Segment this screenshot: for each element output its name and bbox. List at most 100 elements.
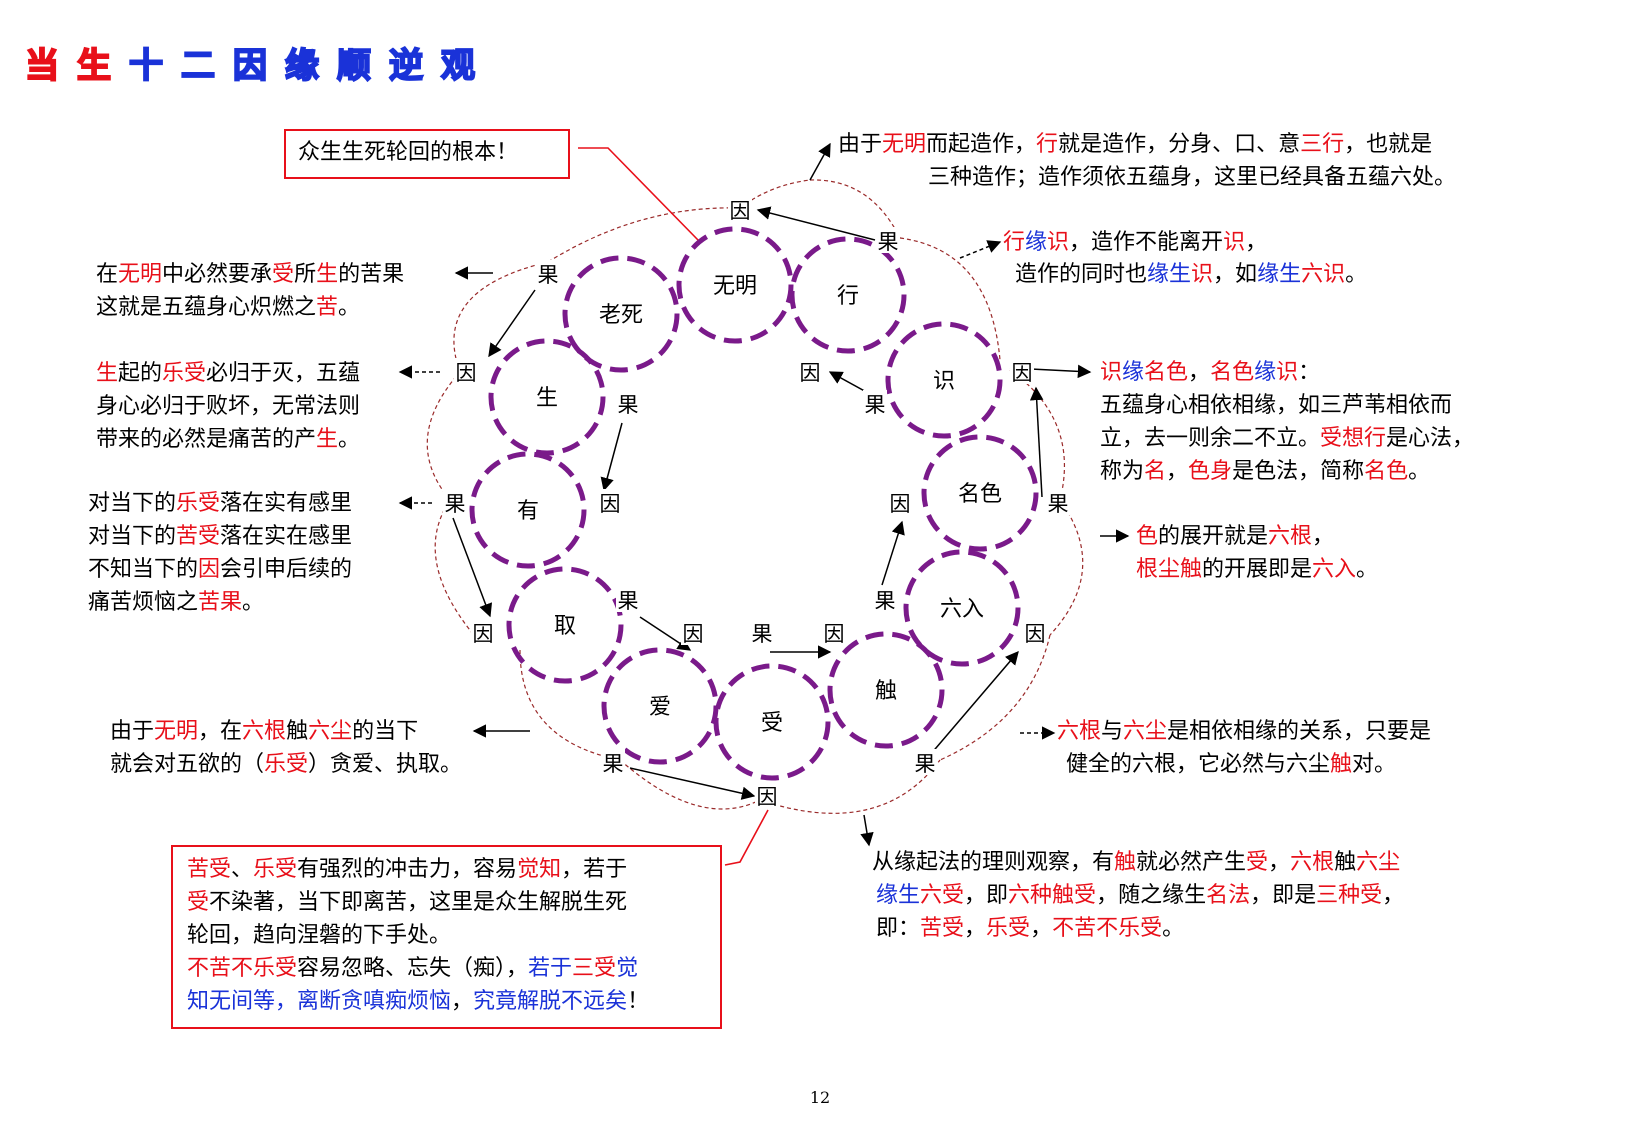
root-callout-box <box>284 129 570 179</box>
callout-ai-line-1: 由于无明，在六根触六尘的当下 <box>110 715 418 748</box>
text-segment: 色 <box>1136 524 1159 549</box>
flow-arrow <box>629 767 756 800</box>
text-segment: 。 <box>242 590 265 615</box>
text-segment: 五蕴身心相依相缘，如三芦苇相依而 <box>1100 393 1453 418</box>
text-segment: 名 <box>1144 459 1167 484</box>
text-segment: 无明 <box>154 719 199 744</box>
callout-shi-line-4: 称为名，色身是色法，简称名色。 <box>1100 455 1430 488</box>
marker-bg <box>822 619 846 645</box>
text-segment: 中必然要承 <box>162 262 273 287</box>
thread-line <box>1009 369 1066 501</box>
text-segment: 离断贪嗔痴烦恼 <box>297 989 452 1014</box>
marker-bg <box>598 489 622 515</box>
marker-guo: 果 <box>1048 492 1069 516</box>
text-segment: 就必然产生 <box>1136 850 1247 875</box>
node-circle-wuming <box>676 226 794 344</box>
marker-guo: 果 <box>915 752 936 776</box>
marker-yin: 因 <box>456 361 477 385</box>
callout-chu-line-2: 缘生六受，即六种触受，随之缘生名法，即是三种受， <box>876 879 1404 912</box>
text-segment: 受 <box>272 262 295 287</box>
text-segment: 是心法， <box>1386 426 1475 451</box>
text-segment: 生 <box>96 361 119 386</box>
callout-shou-line-2: 受不染著，当下即离苦，这里是众生解脱生死 <box>187 886 627 919</box>
text-segment: ，随之缘生 <box>1096 883 1207 908</box>
node-circle-qu <box>506 566 624 684</box>
text-segment: 由于 <box>838 132 883 157</box>
thread-line <box>619 759 761 810</box>
node-circle-sheng <box>488 338 606 456</box>
thread-line <box>809 179 901 239</box>
callout-shi-line-3: 立，去一则余二不立。受想行是心法， <box>1100 422 1474 455</box>
text-segment: 名色 <box>1364 459 1409 484</box>
text-segment: 。 <box>1345 262 1368 287</box>
callout-shou-line-1: 苦受、乐受有强烈的冲击力，容易觉知，若于 <box>187 853 627 886</box>
text-segment: ！ <box>627 989 650 1014</box>
callout-wuming-line-1: 由于无明而起造作，行就是造作，分身、口、意三行，也就是 <box>838 128 1432 161</box>
text-segment: 无明 <box>118 262 163 287</box>
node-circle-xing <box>789 236 907 354</box>
node-label-qu: 取 <box>554 614 576 639</box>
text-segment: 触 <box>1330 752 1353 777</box>
text-segment: 必归于灭，五蕴 <box>206 361 361 386</box>
text-segment: 缘生 <box>1257 262 1302 287</box>
text-segment: 觉知 <box>517 857 562 882</box>
flow-arrow <box>881 520 905 586</box>
text-segment: 识 <box>1100 360 1123 385</box>
thread-line <box>939 634 1051 761</box>
title-char: 逆 <box>388 45 424 87</box>
callout-you-line-1: 对当下的乐受落在实有感里 <box>88 487 352 520</box>
text-segment: 六识 <box>1301 262 1346 287</box>
text-segment: ， <box>1268 850 1291 875</box>
text-segment: 根尘触 <box>1136 557 1203 582</box>
marker-guo: 果 <box>875 589 896 613</box>
callout-you-line-4: 痛苦烦恼之苦果。 <box>88 586 264 619</box>
text-segment: ： <box>1298 360 1321 385</box>
node-circle-ai <box>601 647 719 765</box>
marker-guo: 果 <box>618 393 639 417</box>
title-char: 缘 <box>284 45 320 87</box>
callout-wuming-line-2: 三种造作；造作须依五蕴身，这里已经具备五蕴六处。 <box>928 161 1456 194</box>
text-segment: 身心必归于败坏，无常法则 <box>96 394 361 419</box>
node-label-wuming: 无明 <box>713 274 757 299</box>
text-segment: ）贪爱、执取。 <box>308 752 463 777</box>
node-circle-you <box>469 451 587 569</box>
text-segment: 缘生 <box>1147 262 1192 287</box>
text-segment: 生 <box>316 262 339 287</box>
marker-bg <box>873 586 897 612</box>
text-segment: 无明 <box>882 132 927 157</box>
marker-bg <box>454 358 478 384</box>
text-segment: 苦受 <box>920 916 965 941</box>
text-segment: 。 <box>338 295 361 320</box>
node-label-sheng: 生 <box>536 386 558 411</box>
marker-bg <box>755 782 779 808</box>
thread-line <box>434 499 479 641</box>
text-segment: 带来的必然是痛苦的产 <box>96 427 317 452</box>
flow-arrow <box>1029 386 1044 498</box>
text-segment: 在 <box>96 262 119 287</box>
marker-bg <box>913 749 937 775</box>
text-segment: 是色法，简称 <box>1232 459 1365 484</box>
node-label-xing: 行 <box>837 284 859 309</box>
marker-bg <box>876 227 900 253</box>
marker-bg <box>728 196 752 222</box>
marker-bg <box>443 489 467 515</box>
text-segment: 识 <box>1047 230 1070 255</box>
callout-sheng-line-3: 带来的必然是痛苦的产生。 <box>96 423 360 456</box>
node-label-laosi: 老死 <box>599 303 643 328</box>
text-segment: 色身 <box>1188 459 1233 484</box>
marker-guo: 果 <box>445 492 466 516</box>
text-segment: 六根 <box>242 719 287 744</box>
text-segment: 六根 <box>1057 719 1102 744</box>
flow-arrow <box>929 650 1019 756</box>
callout-liugen-line-1: 六根与六尘是相依相缘的关系，只要是 <box>1057 715 1431 748</box>
callout-shi-line-1: 识缘名色，名色缘识： <box>1100 356 1320 389</box>
text-segment: 的开展即是 <box>1202 557 1313 582</box>
text-segment: ， <box>1030 916 1053 941</box>
callout-you-line-3: 不知当下的因会引申后续的 <box>88 553 352 586</box>
node-circle-laosi <box>562 255 680 373</box>
text-segment: 从缘起法的理则观察，有 <box>872 850 1115 875</box>
marker-yin: 因 <box>824 622 845 646</box>
marker-yin: 因 <box>600 492 621 516</box>
text-segment: 苦果 <box>198 590 243 615</box>
